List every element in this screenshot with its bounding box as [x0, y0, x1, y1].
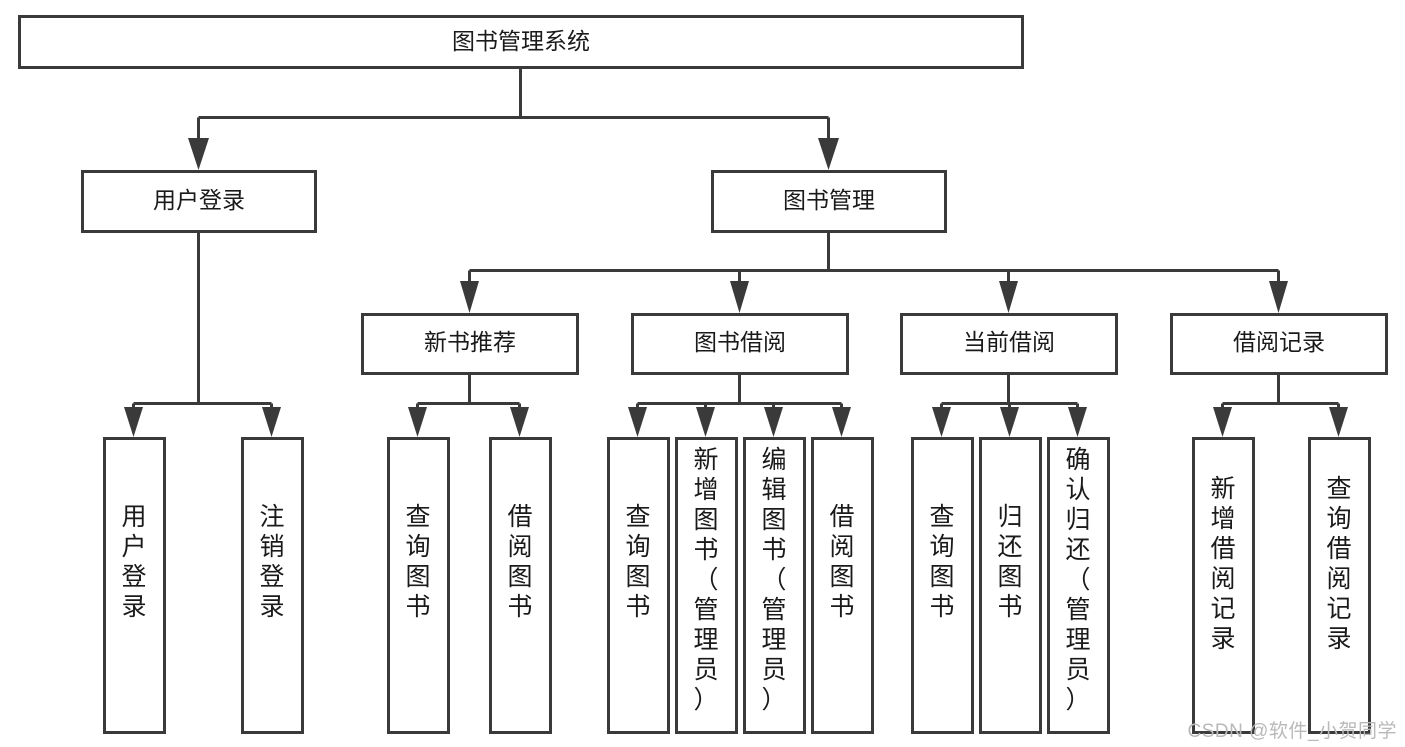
connector-group-user-login — [124, 233, 281, 437]
leaf-logout-label: 注销登录 — [259, 503, 284, 621]
arrow-leaf-confirm-return — [1068, 407, 1087, 437]
connector-group-borrow-record — [1213, 375, 1348, 437]
connector-group-book-borrow — [628, 375, 851, 437]
leaf-query-book-2-box[interactable] — [607, 437, 670, 734]
leaf-query-book-3-box[interactable] — [911, 437, 974, 734]
leaf-add-record-label: 新增借阅记录 — [1210, 475, 1235, 653]
node-current-borrow[interactable]: 当前借阅 — [900, 313, 1118, 375]
arrow-leaf-borrow-book-2 — [832, 407, 851, 437]
connector-group-book-manage — [460, 233, 1288, 313]
arrow-leaf-logout — [262, 407, 281, 437]
leaf-logout-box[interactable] — [241, 437, 304, 734]
leaf-edit-book[interactable]: 编辑图书（管理员） — [743, 437, 806, 734]
leaf-query-record[interactable]: 查询借阅记录 — [1308, 437, 1371, 734]
leaf-borrow-book-2[interactable]: 借阅图书 — [811, 437, 874, 734]
node-book-manage-box[interactable] — [711, 170, 947, 233]
leaf-borrow-book-1[interactable]: 借阅图书 — [489, 437, 552, 734]
connector-group-current-borrow — [932, 375, 1087, 437]
node-new-book-recommend-box[interactable] — [361, 313, 579, 375]
leaf-user-login-box[interactable] — [103, 437, 166, 734]
leaf-logout[interactable]: 注销登录 — [241, 437, 304, 734]
node-new-book-recommend[interactable]: 新书推荐 — [361, 313, 579, 375]
node-root-system-label: 图书管理系统 — [452, 28, 590, 54]
leaf-return-book-box[interactable] — [979, 437, 1042, 734]
arrow-leaf-borrow-book-1 — [510, 407, 529, 437]
node-root-system[interactable]: 图书管理系统 — [18, 15, 1024, 69]
arrow-book-manage — [818, 138, 839, 170]
leaf-edit-book-label: 编辑图书（管理员） — [761, 446, 786, 714]
arrow-new-book — [460, 281, 479, 313]
arrow-leaf-query-book-1 — [408, 407, 427, 437]
arrow-leaf-query-book-2 — [628, 407, 647, 437]
arrow-current-borrow — [999, 281, 1018, 313]
node-user-login-label: 用户登录 — [153, 187, 245, 213]
arrow-book-borrow — [730, 281, 749, 313]
node-book-manage[interactable]: 图书管理 — [711, 170, 947, 233]
connector-group-new-book — [408, 375, 529, 437]
node-book-borrow-label: 图书借阅 — [694, 329, 786, 355]
leaf-edit-book-box[interactable] — [743, 437, 806, 734]
node-borrow-record-label: 借阅记录 — [1233, 329, 1325, 355]
leaf-borrow-book-1-box[interactable] — [489, 437, 552, 734]
arrow-leaf-query-record — [1329, 407, 1348, 437]
leaf-confirm-return[interactable]: 确认归还（管理员） — [1047, 437, 1110, 734]
node-new-book-recommend-label: 新书推荐 — [424, 329, 516, 355]
leaf-borrow-book-2-box[interactable] — [811, 437, 874, 734]
leaf-add-book[interactable]: 新增图书（管理员） — [675, 437, 738, 734]
arrow-leaf-add-record — [1213, 407, 1232, 437]
leaf-return-book-label: 归还图书 — [997, 503, 1022, 621]
leaf-query-book-1[interactable]: 查询图书 — [387, 437, 450, 734]
node-borrow-record[interactable]: 借阅记录 — [1170, 313, 1388, 375]
arrow-leaf-return-book — [1000, 407, 1019, 437]
leaf-add-record-box[interactable] — [1192, 437, 1255, 734]
leaf-query-book-1-label: 查询图书 — [405, 503, 430, 621]
node-user-login-box[interactable] — [81, 170, 317, 233]
leaf-add-record[interactable]: 新增借阅记录 — [1192, 437, 1255, 734]
leaf-return-book[interactable]: 归还图书 — [979, 437, 1042, 734]
connector-group-root — [188, 68, 839, 170]
leaf-confirm-return-label: 确认归还（管理员） — [1065, 446, 1090, 714]
node-user-login[interactable]: 用户登录 — [81, 170, 317, 233]
arrow-leaf-query-book-3 — [932, 407, 951, 437]
leaf-confirm-return-box[interactable] — [1047, 437, 1110, 734]
leaf-query-book-3[interactable]: 查询图书 — [911, 437, 974, 734]
leaf-query-book-1-box[interactable] — [387, 437, 450, 734]
arrow-borrow-record — [1269, 281, 1288, 313]
leaf-query-record-box[interactable] — [1308, 437, 1371, 734]
leaf-query-book-2[interactable]: 查询图书 — [607, 437, 670, 734]
arrow-leaf-add-book — [696, 407, 715, 437]
node-current-borrow-box[interactable] — [900, 313, 1118, 375]
leaf-add-book-label: 新增图书（管理员） — [693, 446, 718, 714]
leaf-query-book-2-label: 查询图书 — [625, 503, 650, 621]
leaf-add-book-box[interactable] — [675, 437, 738, 734]
leaf-borrow-book-1-label: 借阅图书 — [507, 503, 532, 621]
node-book-borrow[interactable]: 图书借阅 — [631, 313, 849, 375]
node-borrow-record-box[interactable] — [1170, 313, 1388, 375]
arrow-leaf-edit-book — [764, 407, 783, 437]
leaf-user-login[interactable]: 用户登录 — [103, 437, 166, 734]
leaf-borrow-book-2-label: 借阅图书 — [829, 503, 854, 621]
leaf-query-record-label: 查询借阅记录 — [1326, 475, 1351, 653]
arrow-user-login — [188, 138, 209, 170]
node-book-manage-label: 图书管理 — [783, 187, 875, 213]
csdn-watermark: CSDN @软件_小贺同学 — [1187, 721, 1397, 742]
node-root-system-box[interactable] — [18, 15, 1024, 69]
node-current-borrow-label: 当前借阅 — [963, 329, 1055, 355]
leaf-user-login-label: 用户登录 — [121, 503, 146, 621]
leaf-query-book-3-label: 查询图书 — [929, 503, 954, 621]
node-book-borrow-box[interactable] — [631, 313, 849, 375]
arrow-leaf-user-login — [124, 407, 143, 437]
